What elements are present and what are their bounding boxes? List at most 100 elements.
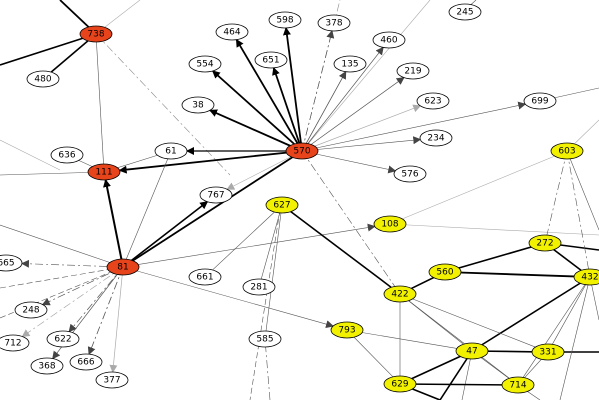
- node-432[interactable]: 432: [573, 268, 599, 286]
- node-248[interactable]: 248: [14, 301, 48, 319]
- node-738[interactable]: 738: [79, 25, 113, 43]
- node-793[interactable]: 793: [330, 321, 364, 339]
- node-label: 627: [273, 201, 290, 211]
- edge-570-623: [301, 104, 422, 152]
- edge-81-61: [122, 158, 169, 268]
- edge-432-47: [481, 276, 591, 346]
- node-636[interactable]: 636: [50, 146, 84, 164]
- node-ellipse: [383, 285, 417, 303]
- node-label: 585: [256, 335, 273, 345]
- node-label: 47: [466, 347, 477, 357]
- node-ellipse: [30, 357, 64, 375]
- node-331[interactable]: 331: [531, 343, 565, 361]
- node-651[interactable]: 651: [254, 51, 288, 69]
- node-label: 666: [77, 358, 94, 368]
- edge-81-665: [20, 259, 124, 268]
- node-576[interactable]: 576: [393, 165, 427, 183]
- edge-570-554: [212, 70, 303, 152]
- edge-570-576: [301, 150, 397, 174]
- node-label: 464: [223, 28, 240, 38]
- node-661[interactable]: 661: [188, 268, 222, 286]
- node-108[interactable]: 108: [373, 215, 407, 233]
- edge-570-234: [301, 136, 422, 152]
- edge-570-651: [272, 66, 303, 152]
- node-699[interactable]: 699: [523, 92, 557, 110]
- node-38[interactable]: 38: [181, 96, 215, 114]
- node-378[interactable]: 378: [317, 14, 351, 32]
- node-label: 554: [196, 60, 213, 70]
- node-135[interactable]: 135: [333, 55, 367, 73]
- node-272[interactable]: 272: [528, 234, 562, 252]
- node-666[interactable]: 666: [69, 353, 103, 371]
- node-622[interactable]: 622: [46, 330, 80, 348]
- node-ellipse: [396, 62, 430, 80]
- node-ellipse: [383, 375, 417, 393]
- node-627[interactable]: 627: [265, 196, 299, 214]
- node-ellipse: [87, 163, 121, 181]
- node-ellipse: [393, 165, 427, 183]
- node-623[interactable]: 623: [416, 92, 450, 110]
- node-480[interactable]: 480: [26, 70, 60, 88]
- edge-570-378: [301, 29, 335, 152]
- node-570[interactable]: 570: [285, 142, 319, 160]
- edge-422-331: [399, 293, 536, 348]
- node-label: 651: [262, 56, 279, 66]
- node-47[interactable]: 47: [455, 342, 489, 360]
- edge-738-111: [95, 33, 104, 165]
- node-368[interactable]: 368: [30, 357, 64, 375]
- node-422[interactable]: 422: [383, 285, 417, 303]
- node-81[interactable]: 81: [106, 258, 140, 276]
- node-603[interactable]: 603: [550, 142, 584, 160]
- node-label: 636: [58, 151, 75, 161]
- edge-81-377: [109, 266, 124, 374]
- node-377[interactable]: 377: [95, 371, 129, 389]
- node-ellipse: [106, 258, 140, 276]
- node-460[interactable]: 460: [372, 31, 406, 49]
- node-464[interactable]: 464: [215, 23, 249, 41]
- edge-627-422: [281, 204, 392, 288]
- edge-627-585: [265, 204, 283, 332]
- node-label: 281: [250, 283, 267, 293]
- node-label: 629: [391, 380, 408, 390]
- node-ellipse: [528, 234, 562, 252]
- node-629[interactable]: 629: [383, 375, 417, 393]
- node-234[interactable]: 234: [419, 129, 453, 147]
- node-111[interactable]: 111: [87, 163, 121, 181]
- node-ellipse: [373, 215, 407, 233]
- edge-81-111: [103, 178, 124, 268]
- edge-81-712: [21, 266, 124, 338]
- node-label: 480: [34, 75, 51, 85]
- node-245[interactable]: 245: [448, 3, 482, 21]
- node-665[interactable]: 665: [0, 254, 23, 272]
- node-585[interactable]: 585: [248, 330, 282, 348]
- edge-432-714: [522, 276, 591, 378]
- edge-793-629: [346, 329, 394, 378]
- edge-603-432: [566, 150, 589, 270]
- node-598[interactable]: 598: [268, 11, 302, 29]
- edge-offscreen: [0, 266, 124, 289]
- node-560[interactable]: 560: [428, 263, 462, 281]
- node-ellipse: [531, 343, 565, 361]
- edge-570-111: [118, 150, 303, 174]
- edge-offscreen: [566, 150, 599, 231]
- node-714[interactable]: 714: [501, 376, 535, 394]
- node-ellipse: [333, 55, 367, 73]
- node-281[interactable]: 281: [242, 278, 276, 296]
- node-554[interactable]: 554: [188, 55, 222, 73]
- node-ellipse: [95, 371, 129, 389]
- node-ellipse: [416, 92, 450, 110]
- node-ellipse: [242, 278, 276, 296]
- edge-81-793: [122, 266, 335, 329]
- edge-offscreen: [264, 338, 271, 400]
- node-61[interactable]: 61: [154, 142, 188, 160]
- node-767[interactable]: 767: [199, 186, 233, 204]
- node-219[interactable]: 219: [396, 62, 430, 80]
- node-ellipse: [50, 146, 84, 164]
- node-712[interactable]: 712: [0, 334, 30, 352]
- node-ellipse: [188, 268, 222, 286]
- node-label: 699: [531, 97, 548, 107]
- node-label: 368: [38, 362, 55, 372]
- edge-81-108: [122, 223, 376, 268]
